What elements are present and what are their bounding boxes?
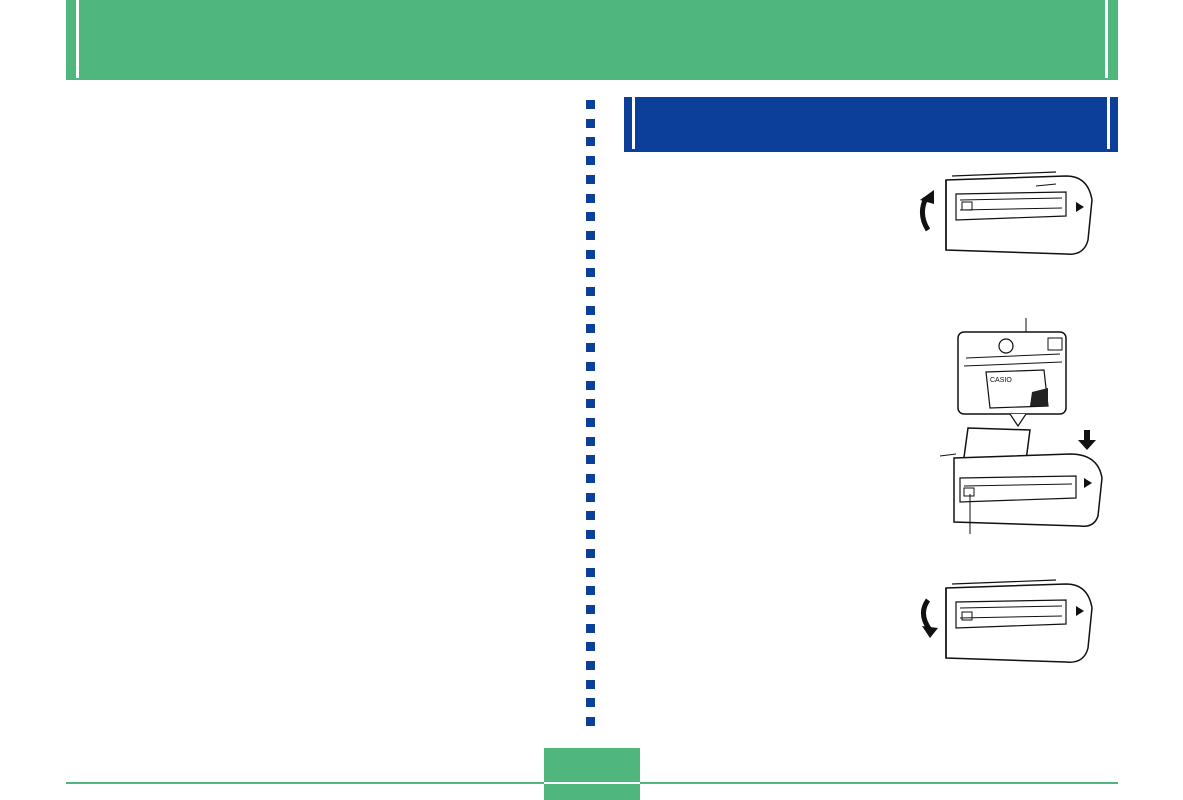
separator-dot bbox=[586, 474, 595, 483]
separator-dot bbox=[586, 698, 595, 707]
separator-dot bbox=[586, 624, 595, 633]
separator-dot bbox=[586, 418, 595, 427]
separator-dot bbox=[586, 343, 595, 352]
separator-dot bbox=[586, 100, 595, 109]
separator-dot bbox=[586, 268, 595, 277]
separator-dot bbox=[586, 137, 595, 146]
separator-dot bbox=[586, 642, 595, 651]
section-band-rule-left bbox=[632, 97, 635, 149]
separator-dot bbox=[586, 455, 595, 464]
separator-dot bbox=[586, 381, 595, 390]
section-band-rule-right bbox=[1107, 97, 1110, 149]
separator-dot bbox=[586, 511, 595, 520]
separator-dot bbox=[586, 156, 595, 165]
column-separator bbox=[586, 100, 596, 726]
section-title-band bbox=[624, 97, 1118, 152]
header-rule-left bbox=[76, 0, 79, 78]
separator-dot bbox=[586, 287, 595, 296]
separator-dot bbox=[586, 119, 595, 128]
camera-card-slot-open-icon bbox=[920, 171, 1093, 255]
separator-dot bbox=[586, 530, 595, 539]
page-header-band bbox=[66, 0, 1118, 80]
card-brand-label: CASIO bbox=[990, 377, 1012, 384]
separator-dot bbox=[586, 362, 595, 371]
separator-dot bbox=[586, 717, 595, 726]
header-rule-right bbox=[1105, 0, 1108, 78]
separator-dot bbox=[586, 399, 595, 408]
step1-illustration bbox=[916, 170, 1104, 260]
separator-dot bbox=[586, 194, 595, 203]
separator-dot bbox=[586, 437, 595, 446]
page-tab-rule bbox=[544, 782, 640, 784]
separator-dot bbox=[586, 605, 595, 614]
step3-illustration bbox=[916, 578, 1104, 668]
separator-dot bbox=[586, 549, 595, 558]
camera-card-slot-close-icon bbox=[921, 579, 1093, 663]
separator-dot bbox=[586, 250, 595, 259]
separator-dot bbox=[586, 306, 595, 315]
separator-dot bbox=[586, 586, 595, 595]
step2-illustration: CASIO bbox=[940, 318, 1104, 536]
separator-dot bbox=[586, 324, 595, 333]
page-number-tab bbox=[544, 748, 640, 800]
separator-dot bbox=[586, 175, 595, 184]
separator-dot bbox=[586, 568, 595, 577]
memory-card-insert-icon: CASIO bbox=[940, 318, 1103, 534]
separator-dot bbox=[586, 661, 595, 670]
separator-dot bbox=[586, 493, 595, 502]
separator-dot bbox=[586, 212, 595, 221]
separator-dot bbox=[586, 231, 595, 240]
separator-dot bbox=[586, 680, 595, 689]
